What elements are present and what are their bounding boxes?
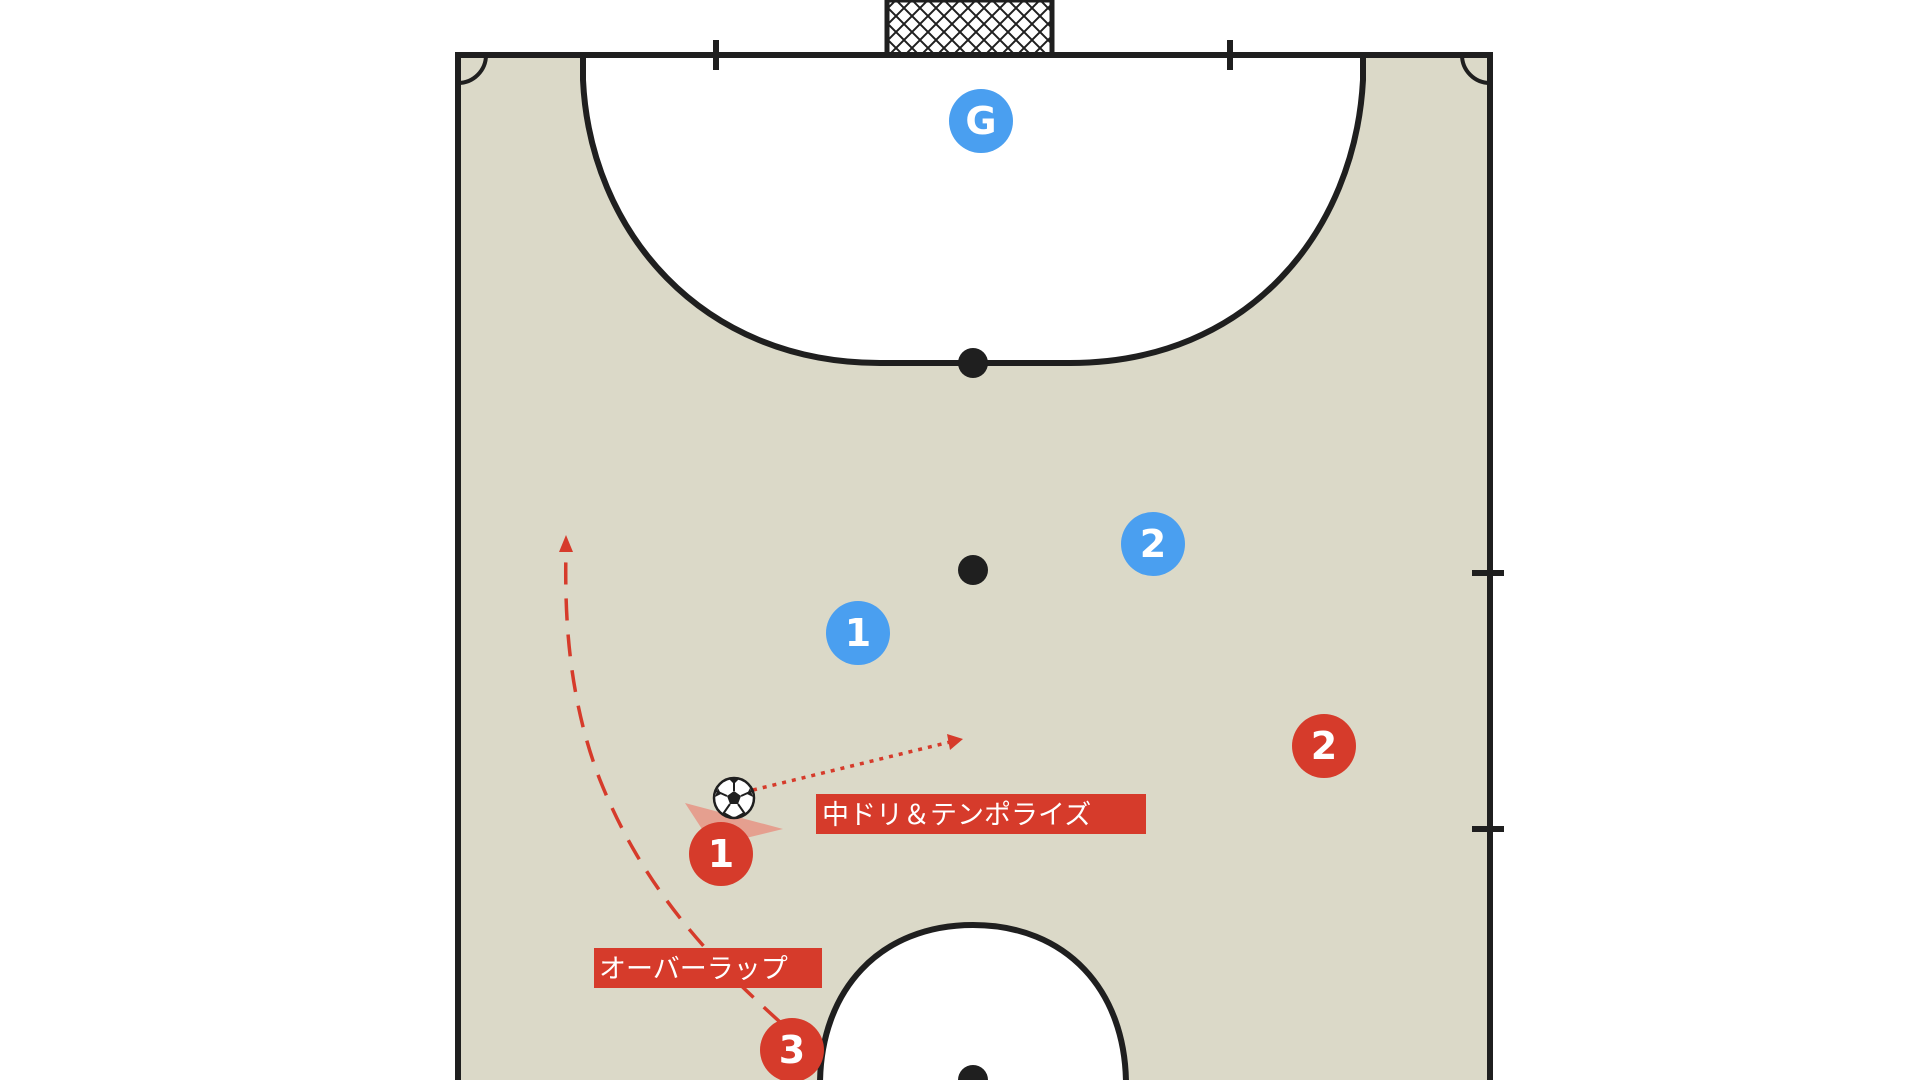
overlap-annotation-text: オーバーラップ	[599, 954, 788, 985]
corner-arc-left	[457, 54, 488, 85]
soccer-ball-icon	[712, 776, 756, 820]
dribble-annotation-text: 中ドリ＆テンポライズ	[822, 800, 1091, 831]
dribble-annotation: 中ドリ＆テンポライズ	[816, 794, 1146, 834]
center-circle	[817, 921, 1129, 1080]
player-label: 1	[708, 832, 734, 876]
goalkeeper-marker: G	[949, 89, 1013, 153]
overlap-annotation: オーバーラップ	[594, 948, 822, 988]
goal-net	[884, 0, 1055, 58]
attacker-player-2: 2	[1292, 714, 1356, 778]
penalty-area-top	[580, 52, 1366, 366]
opponent-player-1: 1	[826, 601, 890, 665]
tick-marks	[713, 40, 1504, 832]
attacker-player-3: 3	[760, 1018, 824, 1080]
goalkeeper-label: G	[965, 99, 996, 143]
opponent-player-2: 2	[1121, 512, 1185, 576]
dribble-arrow	[752, 734, 963, 792]
center-spot	[958, 1065, 988, 1080]
player-label: 1	[845, 611, 871, 655]
player-label: 2	[1311, 724, 1337, 768]
player-label: 2	[1140, 522, 1166, 566]
corner-arc-right	[1460, 54, 1491, 85]
penalty-spot	[958, 348, 988, 378]
player-label: 3	[779, 1028, 805, 1072]
attacker-player-1: 1	[689, 822, 753, 886]
second-penalty-spot	[958, 555, 988, 585]
